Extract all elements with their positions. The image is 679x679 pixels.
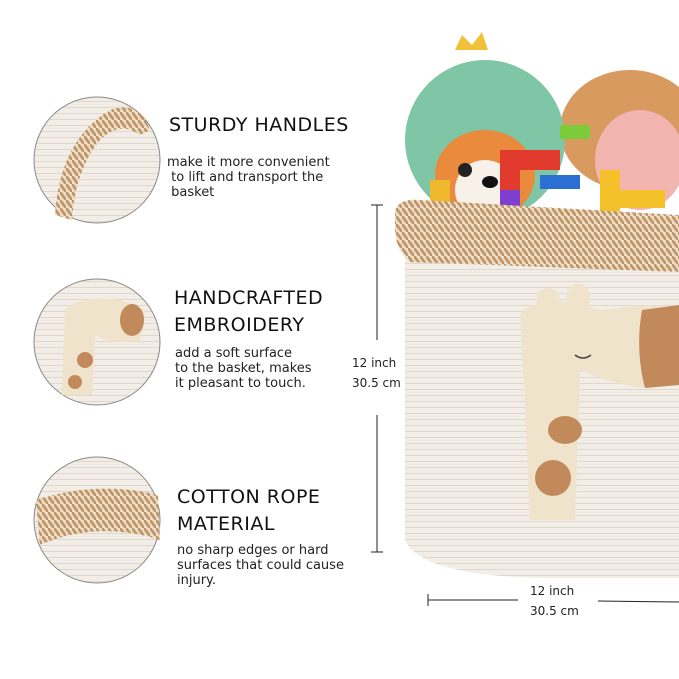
width-cm-label: 30.5 cm [530,604,579,618]
plush-toys [405,32,679,220]
feature-title-sturdy-handles: STURDY HANDLES [169,114,349,136]
height-cm-label: 30.5 cm [352,376,401,390]
height-inch-label: 12 inch [352,356,397,370]
height-dimension-line [371,204,383,553]
feature-desc-cotton: no sharp edges or hard surfaces that cou… [177,543,344,588]
feature-title-embroidery-line1: HANDCRAFTED [174,287,324,309]
feature-title-embroidery-line2: EMBROIDERY [174,314,305,336]
basket [395,199,679,578]
feature-desc-sturdy-handles: make it more convenient to lift and tran… [167,155,330,200]
handle-detail-circle [33,96,161,224]
embroidery-detail-circle [33,278,161,406]
width-inch-label: 12 inch [530,584,575,598]
rope-detail-circle [33,456,161,584]
feature-title-cotton-line2: MATERIAL [177,513,275,535]
width-dimension-line [427,594,679,606]
feature-title-cotton-line1: COTTON ROPE [177,486,321,508]
feature-desc-embroidery: add a soft surface to the basket, makes … [175,346,312,391]
